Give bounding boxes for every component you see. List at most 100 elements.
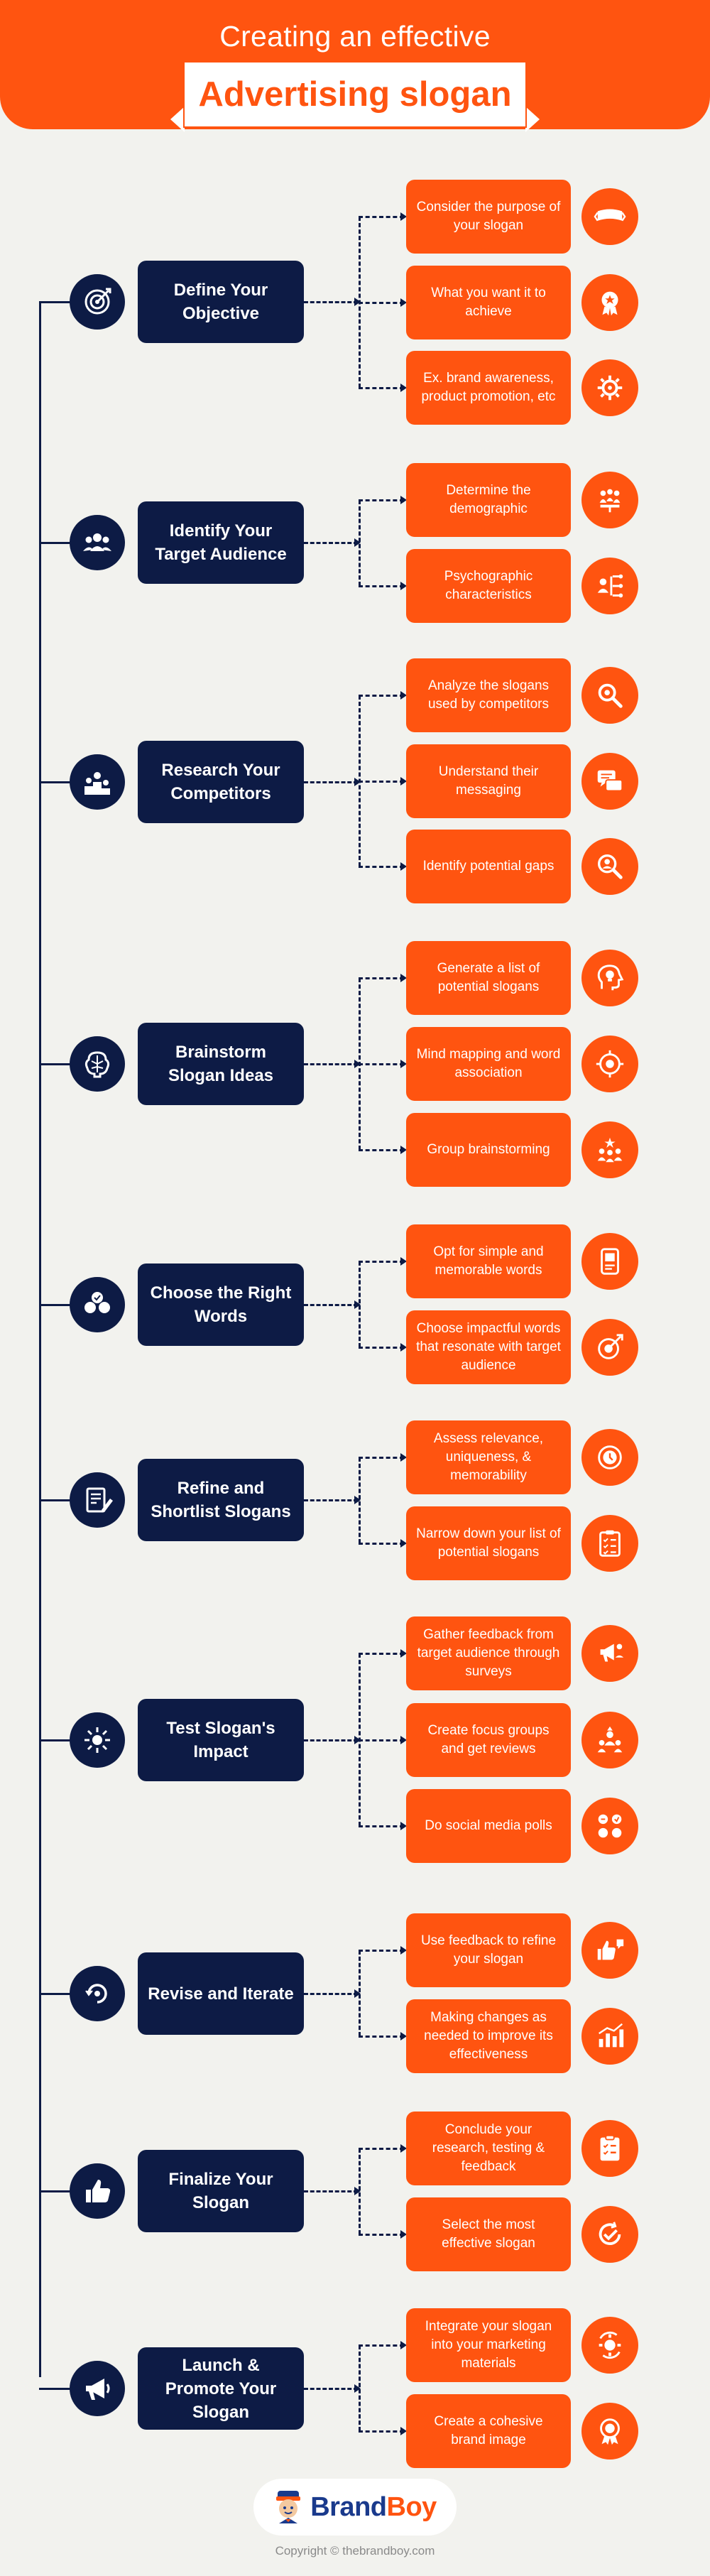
step-9-branch-bar (359, 2148, 361, 2234)
step-3-box: Research Your Competitors (138, 741, 304, 823)
step-9-sub-2-arrow (359, 2230, 407, 2239)
step-2-connector-arrow (304, 538, 361, 547)
search-person-icon-svg (597, 854, 623, 879)
step-1-sub-2-arrow (359, 298, 407, 307)
step-7-sub-1-arrow (359, 1649, 407, 1658)
step-4-sub-2-box: Mind mapping and word association (406, 1027, 571, 1101)
feedback-thumbs-icon-svg (597, 1939, 624, 1960)
banner-ribbon-icon (581, 188, 638, 245)
step-9-sub-1-box: Conclude your research, testing & feedba… (406, 2112, 571, 2185)
assessment-dial-icon-svg (598, 1445, 622, 1469)
award-badge-icon (581, 274, 638, 331)
iterate-cycle-icon (70, 1966, 125, 2021)
step-1-sub-1-arrow (359, 212, 407, 221)
memory-card-icon-svg (601, 1248, 619, 1275)
step-6-sub-1-arrow (359, 1453, 407, 1462)
step-8-spine-branch (39, 1993, 70, 1995)
step-6-box: Refine and Shortlist Slogans (138, 1459, 304, 1541)
step-9-spine-branch (39, 2190, 70, 2192)
award-badge-icon-svg (601, 291, 618, 316)
step-10-sub-2-box: Create a cohesive brand image (406, 2394, 571, 2468)
step-6-spine-branch (39, 1499, 70, 1501)
step-4-sub-3-box: Group brainstorming (406, 1113, 571, 1187)
step-3-sub-1-arrow (359, 691, 407, 700)
step-5-connector-arrow (304, 1300, 361, 1309)
word-choice-icon (70, 1277, 125, 1332)
step-2-sub-1-box: Determine the demographic (406, 463, 571, 537)
social-poll-icon (581, 1798, 638, 1854)
step-3-sub-3-arrow (359, 862, 407, 871)
magnifier-icon-svg (598, 683, 623, 708)
step-4-sub-1-arrow (359, 974, 407, 982)
logo-brand-text: Brand (310, 2491, 387, 2522)
brand-medal-icon-svg (600, 2418, 620, 2445)
step-5-sub-1-box: Opt for simple and memorable words (406, 1224, 571, 1298)
step-2-box: Identify Your Target Audience (138, 501, 304, 584)
step-9-connector-arrow (304, 2187, 361, 2195)
step-1-sub-3-box: Ex. brand awareness, product promotion, … (406, 351, 571, 425)
integrate-gear-icon (581, 2317, 638, 2374)
step-8-sub-1-arrow (359, 1946, 407, 1955)
step-10-sub-1-box: Integrate your slogan into your marketin… (406, 2308, 571, 2382)
team-brainstorm-icon-svg (597, 1137, 623, 1163)
focus-group-icon (581, 1712, 638, 1768)
step-1-sub-2-box: What you want it to achieve (406, 266, 571, 339)
step-5-sub-2-arrow (359, 1343, 407, 1352)
brandboy-mascot-icon (276, 2491, 301, 2523)
step-8-sub-2-arrow (359, 2032, 407, 2040)
ribbon-tail-right (525, 107, 540, 132)
step-2-sub-1-arrow (359, 496, 407, 504)
step-7-spine-branch (39, 1739, 70, 1741)
timeline-spine (39, 303, 41, 2377)
mind-map-icon-svg (596, 1050, 624, 1078)
banner-ribbon-icon-svg (594, 209, 626, 222)
step-1-connector-arrow (304, 298, 361, 306)
step-6-branch-bar (359, 1457, 361, 1543)
search-person-icon (581, 838, 638, 895)
step-4-sub-2-arrow (359, 1060, 407, 1068)
improvement-chart-icon-svg (599, 2023, 624, 2048)
focus-group-icon-svg (597, 1726, 623, 1753)
ribbon-tail-left (170, 107, 185, 132)
brandboy-logo: BrandBoy (253, 2479, 457, 2536)
step-9-sub-1-arrow (359, 2144, 407, 2153)
step-1-box: Define Your Objective (138, 261, 304, 343)
step-8-sub-2-box: Making changes as needed to improve its … (406, 1999, 571, 2073)
step-9-sub-2-box: Select the most effective slogan (406, 2197, 571, 2271)
assessment-dial-icon (581, 1429, 638, 1486)
chat-bubbles-icon (581, 753, 638, 810)
step-10-spine-branch (39, 2388, 70, 2390)
step-2-sub-2-arrow (359, 582, 407, 590)
step-7-box: Test Slogan's Impact (138, 1699, 304, 1781)
step-6-sub-2-box: Narrow down your list of potential sloga… (406, 1506, 571, 1580)
step-8-box: Revise and Iterate (138, 1952, 304, 2035)
step-3-sub-2-arrow (359, 777, 407, 786)
step-7-sub-3-arrow (359, 1822, 407, 1830)
step-4-connector-arrow (304, 1060, 361, 1068)
step-6-sub-2-arrow (359, 1539, 407, 1548)
brain-idea-icon (70, 1036, 125, 1092)
target-icon-svg (84, 288, 111, 315)
gear-cog-icon-svg (597, 375, 623, 401)
podium-competitors-icon-svg (84, 772, 110, 795)
shortlist-edit-icon-svg (86, 1487, 113, 1513)
integrate-gear-icon-svg (599, 2331, 621, 2359)
step-9-box: Finalize Your Slogan (138, 2150, 304, 2232)
step-3-spine-branch (39, 781, 70, 783)
step-5-branch-bar (359, 1261, 361, 1347)
impact-test-icon-svg (84, 1727, 110, 1753)
social-poll-icon-svg (598, 1814, 622, 1838)
checklist-icon (581, 1515, 638, 1572)
title-line-1: Creating an effective (219, 20, 491, 53)
step-3-connector-arrow (304, 778, 361, 786)
step-2-sub-2-box: Psychographic characteristics (406, 549, 571, 623)
brand-medal-icon (581, 2403, 638, 2460)
step-7-sub-2-arrow (359, 1736, 407, 1744)
audience-group-icon-svg (83, 533, 111, 551)
step-6-sub-1-box: Assess relevance, uniqueness, & memorabi… (406, 1420, 571, 1494)
team-brainstorm-icon (581, 1121, 638, 1178)
podium-competitors-icon (70, 754, 125, 810)
step-8-branch-bar (359, 1950, 361, 2036)
logo-text: BrandBoy (310, 2492, 437, 2523)
step-5-sub-2-box: Choose impactful words that resonate wit… (406, 1310, 571, 1384)
